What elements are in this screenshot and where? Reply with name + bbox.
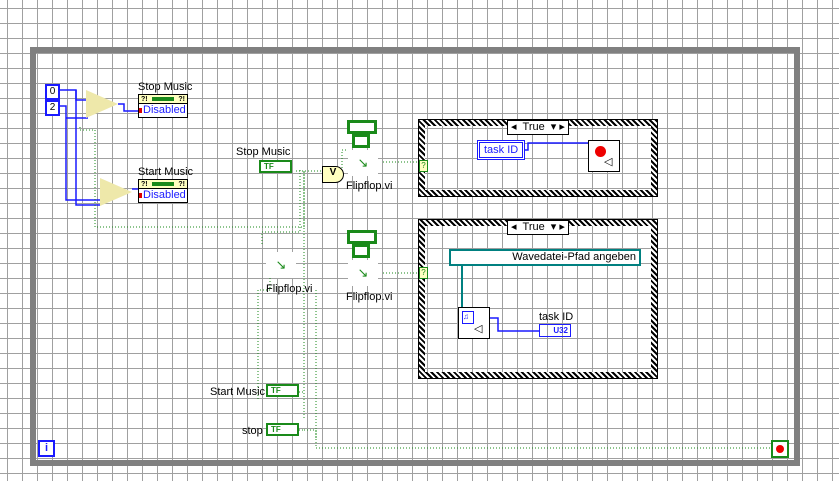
start-music-boolean-terminal[interactable]: TF: [266, 384, 299, 397]
start-music-indicator-label: Start Music: [138, 166, 194, 178]
while-loop: [30, 47, 800, 466]
music-file-icon: ♫: [462, 311, 474, 324]
stop-music-boolean-terminal[interactable]: TF: [259, 160, 292, 173]
sound-stop-vi[interactable]: ◁: [588, 140, 620, 172]
stop-music-disabled-property[interactable]: ?!?!Disabled: [138, 94, 188, 118]
feedback-node-2[interactable]: [347, 230, 377, 244]
stop-music-indicator-label: Stop Music: [138, 81, 193, 93]
loop-condition-terminal[interactable]: [771, 440, 789, 458]
flipflop-label-1: Flipflop.vi: [346, 180, 393, 192]
case-selector-2[interactable]: ◂True▾ ▸: [507, 220, 569, 235]
case-selector-terminal-1[interactable]: ?: [419, 160, 428, 172]
stop-icon: [776, 445, 784, 453]
speaker-icon: ◁: [474, 323, 483, 335]
stop-music-control-label: Stop Music: [236, 146, 291, 158]
task-id-u32-indicator[interactable]: U32: [539, 324, 571, 337]
stop-icon: [595, 146, 606, 157]
start-music-disabled-property[interactable]: ?!?!Disabled: [138, 179, 188, 203]
speaker-icon: ◁: [604, 156, 613, 168]
disabled-value: Disabled: [139, 104, 187, 117]
case-structure-start: [418, 219, 658, 379]
or-gate[interactable]: V: [322, 166, 344, 183]
select-property-node-2[interactable]: [100, 178, 132, 206]
flipflop-label-2: Flipflop.vi: [346, 291, 393, 303]
feedback-init-2[interactable]: [352, 244, 370, 258]
task-id-indicator-label: task ID: [539, 311, 574, 323]
numeric-constant-2[interactable]: 2: [45, 100, 60, 116]
stop-control-label: stop: [242, 425, 263, 437]
feedback-init-1[interactable]: [352, 134, 370, 148]
case-selector-value: True: [522, 121, 545, 133]
iteration-terminal: i: [38, 440, 55, 457]
disabled-value: Disabled: [139, 189, 187, 202]
file-path-constant[interactable]: Wavedatei-Pfad angeben: [449, 249, 641, 266]
stop-boolean-terminal[interactable]: TF: [266, 423, 299, 436]
task-id-local-variable[interactable]: task ID: [477, 140, 526, 160]
case-selector-value: True: [522, 221, 545, 233]
flipflop-icon[interactable]: ↘: [266, 252, 296, 278]
case-selector-terminal-2[interactable]: ?: [419, 267, 428, 279]
flipflop-label-3: Flipflop.vi: [266, 283, 313, 295]
case-selector-1[interactable]: ◂True▾ ▸: [507, 120, 569, 135]
sound-play-wave-vi[interactable]: ♫◁: [458, 307, 490, 339]
feedback-node-1[interactable]: [347, 120, 377, 134]
numeric-constant-0[interactable]: 0: [45, 84, 60, 100]
flipflop-icon[interactable]: ↘: [348, 150, 378, 176]
flipflop-icon[interactable]: ↘: [348, 260, 378, 286]
select-property-node-1[interactable]: [86, 90, 118, 118]
start-music-control-label: Start Music: [210, 386, 266, 398]
